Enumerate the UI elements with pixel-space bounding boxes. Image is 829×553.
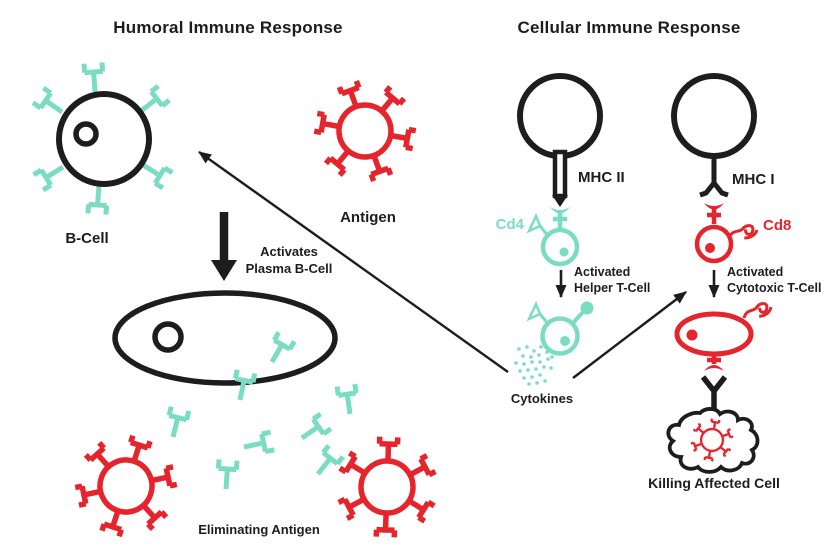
antigen-label: Antigen xyxy=(340,209,396,226)
cytokines-icon xyxy=(514,345,554,386)
cytokines-to-bcell-arrow xyxy=(198,151,509,373)
b-cell-nucleus xyxy=(73,121,99,147)
mhc2-label: MHC II xyxy=(578,169,625,186)
tcr-icon xyxy=(550,207,570,228)
activated-helper-line2: Helper T-Cell xyxy=(574,281,650,295)
mhc2-stem-icon xyxy=(552,149,568,199)
cellular-title: Cellular Immune Response xyxy=(517,18,740,37)
apc-mhc2 xyxy=(517,73,603,207)
activates-label-line1: Activates xyxy=(260,244,318,259)
mhc1-label: MHC I xyxy=(732,171,775,188)
humoral-title: Humoral Immune Response xyxy=(113,18,342,37)
b-cell xyxy=(33,62,172,214)
mhc2-tip-icon xyxy=(552,195,568,207)
b-cell-label: B-Cell xyxy=(65,230,108,247)
killing-affected-cell-label: Killing Affected Cell xyxy=(648,475,780,491)
plasma-b-cell xyxy=(112,290,338,386)
activated-cytotoxic-line1: Activated xyxy=(727,265,783,279)
cytokines-label: Cytokines xyxy=(511,391,573,406)
lollipop-receptor-icon xyxy=(570,310,585,326)
activated-helper-line1: Activated xyxy=(574,265,630,279)
tcr-stem-icon xyxy=(707,354,721,364)
activates-arrow-icon xyxy=(211,212,237,281)
cd4-marker-icon xyxy=(527,214,551,239)
cytotoxic-t-cell xyxy=(694,203,760,264)
activates-label-line2: Plasma B-Cell xyxy=(246,261,333,276)
eliminated-antigen-right-icon xyxy=(337,435,436,538)
activated-cytotoxic-line2: Cytotoxic T-Cell xyxy=(727,281,821,295)
plasma-b-cell-nucleus xyxy=(152,321,184,353)
activated-cytotoxic-t-cell xyxy=(674,299,775,371)
tcr-icon xyxy=(704,203,724,224)
eliminated-antigen-left-icon xyxy=(65,424,187,549)
cd4-marker-icon xyxy=(527,302,551,327)
affected-cell-membrane xyxy=(666,407,760,474)
b-cell-membrane xyxy=(56,91,152,187)
activated-helper-t-cell xyxy=(527,301,594,356)
lollipop-head-icon xyxy=(580,301,594,315)
cd8-label: Cd8 xyxy=(763,217,791,234)
antigen-icon xyxy=(296,62,434,200)
apc-mhc2-cell xyxy=(517,73,603,159)
cd4-label: Cd4 xyxy=(496,216,525,233)
eliminating-antigen-label: Eliminating Antigen xyxy=(198,522,320,537)
plasma-b-cell-membrane xyxy=(112,290,338,386)
helper-t-cell xyxy=(527,207,580,267)
apc-mhc1-cell xyxy=(671,73,757,159)
affected-cell xyxy=(666,407,760,474)
tcr-cup-icon xyxy=(704,365,724,371)
cytokines-to-cytotoxic-arrow xyxy=(572,291,687,379)
cd8-marker-icon xyxy=(739,299,775,323)
mhc1-stem-icon xyxy=(699,156,729,198)
apc-mhc1 xyxy=(671,73,757,198)
